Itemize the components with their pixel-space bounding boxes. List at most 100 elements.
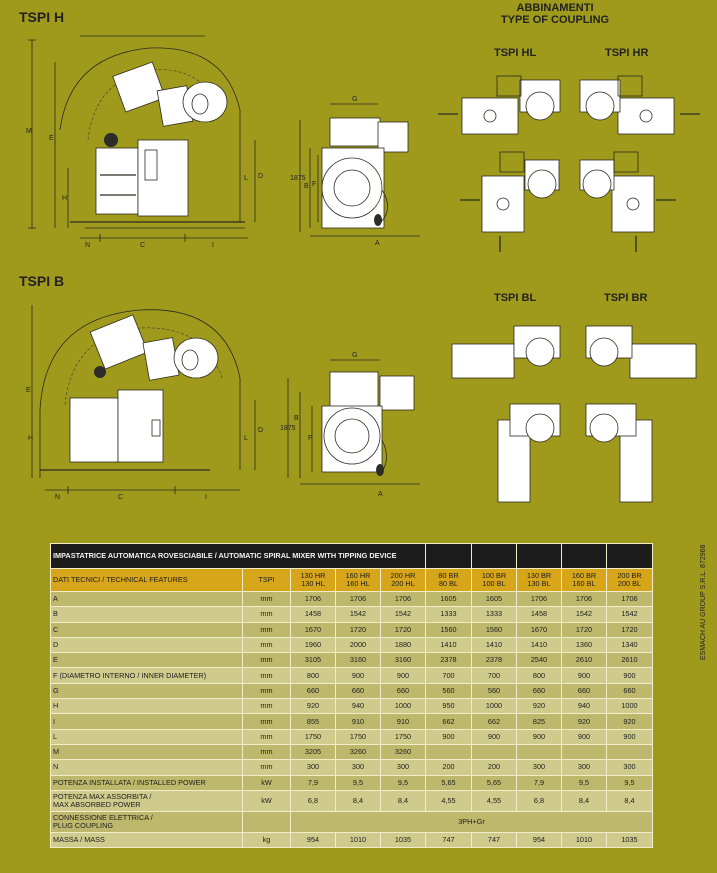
row-value: 2378	[425, 652, 472, 669]
row-value: 900	[380, 667, 426, 684]
row-value: 1458	[290, 606, 336, 623]
row-value: 9,5	[380, 774, 426, 791]
row-value: 900	[516, 728, 562, 745]
row-value: 1410	[471, 636, 517, 654]
row-value: 920	[606, 713, 653, 730]
row-value: 950	[425, 698, 472, 715]
row-value	[561, 743, 607, 761]
row-value: 940	[561, 698, 607, 715]
row-value: 1706	[516, 590, 562, 608]
dim-a: A	[375, 240, 380, 247]
row-label: E	[50, 652, 243, 669]
row-label: POTENZA MAX ASSORBITA /MAX ABSORBED POWE…	[50, 789, 243, 812]
row-value	[516, 743, 562, 761]
row-value: 1706	[380, 590, 426, 608]
tspi-b-top-view: G 1875 B F A	[280, 352, 420, 498]
row-value: 1720	[606, 621, 653, 638]
row-value: 900	[425, 728, 472, 745]
row-value: 910	[380, 713, 426, 730]
dim-h: H	[62, 195, 67, 202]
row-value: 2000	[335, 636, 381, 654]
tspi-bl-top	[451, 325, 561, 379]
row-value: 660	[290, 682, 336, 700]
dim-e: E	[49, 135, 54, 142]
row-unit: mm	[242, 743, 291, 761]
row-label: N	[50, 759, 243, 776]
row-value: 1750	[290, 728, 336, 745]
row-value: 1035	[380, 831, 426, 849]
dim-g-b: G	[352, 352, 357, 359]
row-value: 954	[516, 831, 562, 849]
row-value: 660	[335, 682, 381, 700]
row-value: 747	[471, 831, 517, 849]
row-unit: mm	[242, 590, 291, 608]
row-value: 6,8	[290, 789, 336, 812]
dim-b: B	[304, 183, 309, 190]
dim-1875: 1875	[290, 175, 306, 182]
row-value: 700	[471, 667, 517, 684]
row-value: 200	[471, 759, 517, 776]
row-value: 9,5	[606, 774, 653, 791]
row-value: 1880	[380, 636, 426, 654]
row-value: 3160	[380, 652, 426, 669]
row-value: 920	[290, 698, 336, 715]
row-value: 3205	[290, 743, 336, 761]
row-value: 300	[290, 759, 336, 776]
row-unit: mm	[242, 652, 291, 669]
row-value: 5,65	[425, 774, 472, 791]
tspi-b-side-view: E H L D N C I	[26, 305, 263, 501]
row-merged-value: 3PH+Gr	[290, 810, 653, 833]
tspi-hr-top	[579, 75, 700, 135]
row-unit: mm	[242, 728, 291, 745]
row-value: 3260	[335, 743, 381, 761]
tspi-hl-label: TSPI HL	[494, 47, 537, 59]
row-value: 560	[471, 682, 517, 700]
row-value: 2610	[561, 652, 607, 669]
row-value: 1706	[290, 590, 336, 608]
row-value: 800	[290, 667, 336, 684]
spec-table: IMPASTATRICE AUTOMATICA ROVESCIABILE / A…	[50, 543, 653, 849]
technical-drawings: M E H L D N C I G 1875 B F A	[26, 35, 700, 503]
row-value: 1605	[425, 590, 472, 608]
row-value: 920	[561, 713, 607, 730]
row-value: 1360	[561, 636, 607, 654]
row-label: B	[50, 606, 243, 623]
row-value: 1333	[471, 606, 517, 623]
row-value: 1706	[561, 590, 607, 608]
tspi-br-bottom	[585, 403, 653, 503]
dim-i-b: I	[205, 494, 207, 501]
row-value: 1560	[425, 621, 472, 638]
row-value: 940	[335, 698, 381, 715]
row-value: 5,65	[471, 774, 517, 791]
dim-d-b: D	[258, 427, 263, 434]
row-unit: kW	[242, 774, 291, 791]
row-value: 1542	[380, 606, 426, 623]
row-value: 1542	[606, 606, 653, 623]
row-value: 910	[335, 713, 381, 730]
row-value: 1542	[335, 606, 381, 623]
row-label: C	[50, 621, 243, 638]
row-value: 1458	[516, 606, 562, 623]
row-unit: mm	[242, 698, 291, 715]
row-value: 8,4	[606, 789, 653, 812]
row-value: 900	[561, 667, 607, 684]
row-value: 1410	[516, 636, 562, 654]
table-row: POTENZA MAX ASSORBITA /MAX ABSORBED POWE…	[50, 789, 653, 812]
row-value: 1670	[516, 621, 562, 638]
tspi-b-title: TSPI B	[19, 273, 65, 289]
tspi-hr-bottom	[579, 151, 676, 252]
